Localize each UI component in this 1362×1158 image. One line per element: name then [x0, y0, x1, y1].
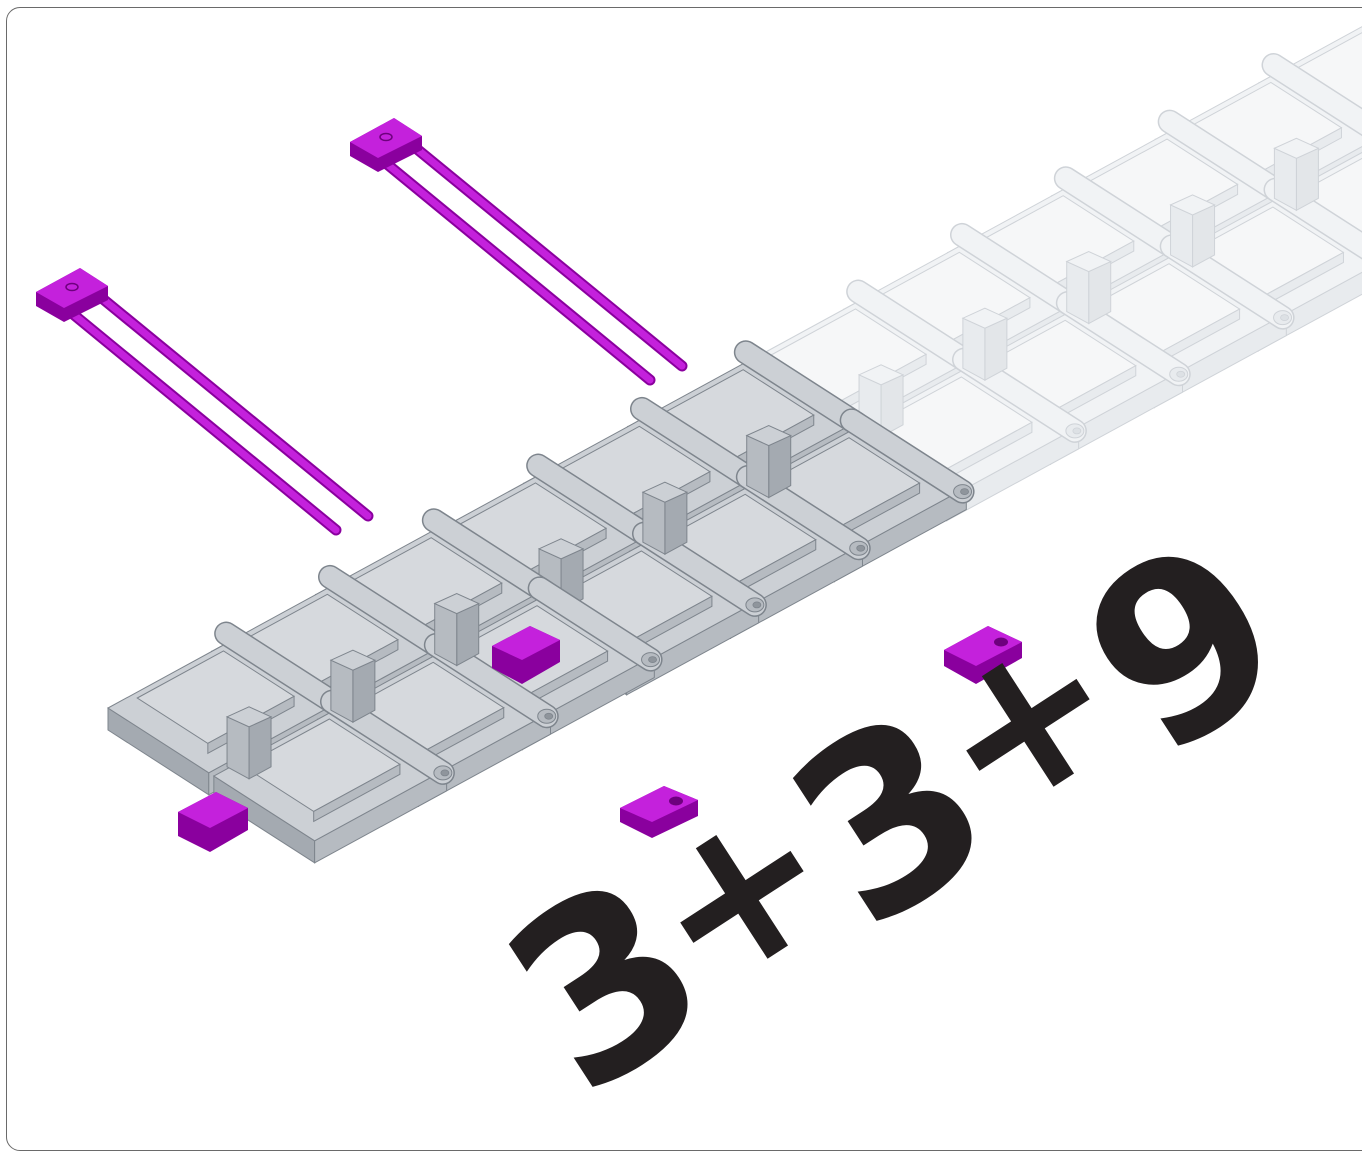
small-guide-horn-3 — [433, 593, 480, 667]
small-track-group — [107, 508, 663, 864]
ghost-guide-horn-3 — [1065, 251, 1112, 325]
medium-guide-horn-2 — [641, 481, 689, 556]
small-guide-horn-2 — [329, 649, 377, 724]
small-guide-horn-1 — [225, 706, 273, 780]
medium-track-group — [419, 340, 975, 696]
connector-pin-left — [36, 268, 374, 536]
diagram-frame — [6, 7, 1362, 1151]
end-clip-1 — [178, 792, 248, 852]
end-clip-4 — [944, 626, 1022, 684]
end-clip-2 — [492, 626, 560, 684]
ghost-guide-horn-2 — [961, 307, 1009, 382]
medium-guide-horn-3 — [745, 425, 792, 499]
ghost-guide-horn-5 — [1273, 137, 1320, 212]
connector-pin-right — [350, 118, 688, 386]
ghost-guide-horn-4 — [1169, 194, 1216, 268]
ghost-track-group — [739, 26, 1362, 522]
end-clip-3 — [620, 786, 698, 838]
